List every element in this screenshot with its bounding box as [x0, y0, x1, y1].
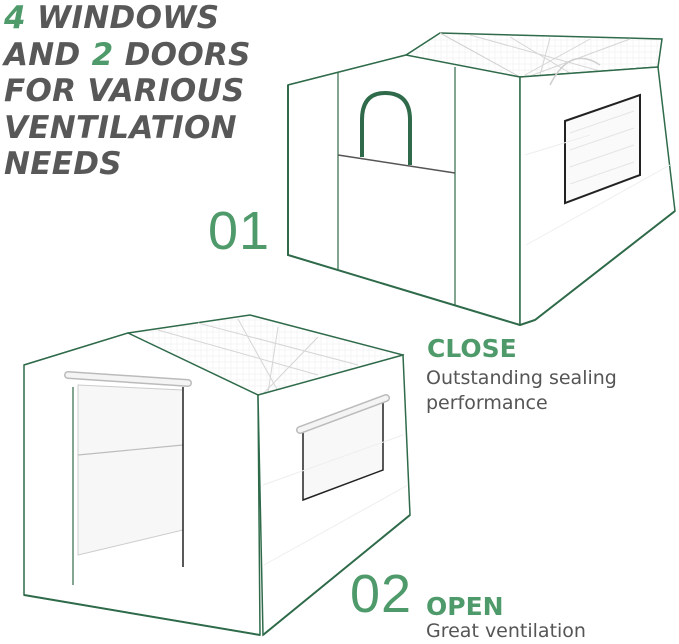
step-1-title: CLOSE — [427, 334, 517, 363]
step-1-description-line-1: Outstanding sealing — [426, 367, 617, 389]
step-2-number: 02 — [350, 564, 413, 624]
headline-line-2: AND 2 DOORS — [4, 37, 251, 74]
step-2-description-line-1: Great ventilation — [426, 620, 586, 642]
step-2-title: OPEN — [426, 592, 504, 621]
headline-line-1: 4 WINDOWS — [4, 0, 251, 37]
headline-line-4: VENTILATION — [4, 109, 237, 146]
headline-and-text: AND — [4, 36, 92, 73]
doors-count: 2 — [91, 36, 114, 73]
step-1-description-line-2: performance — [426, 392, 548, 414]
headline: 4 WINDOWS AND 2 DOORS FOR VARIOUS VENTIL… — [4, 0, 251, 183]
greenhouse-closed-image — [287, 32, 676, 327]
headline-line-5: NEEDS — [4, 146, 122, 182]
headline-windows-text: WINDOWS — [25, 0, 220, 36]
greenhouse-open-image — [23, 314, 411, 637]
step-1-number: 01 — [208, 201, 271, 261]
headline-doors-text: DOORS — [113, 36, 251, 73]
headline-line-3: FOR VARIOUS — [4, 73, 245, 109]
windows-count: 4 — [4, 0, 26, 36]
